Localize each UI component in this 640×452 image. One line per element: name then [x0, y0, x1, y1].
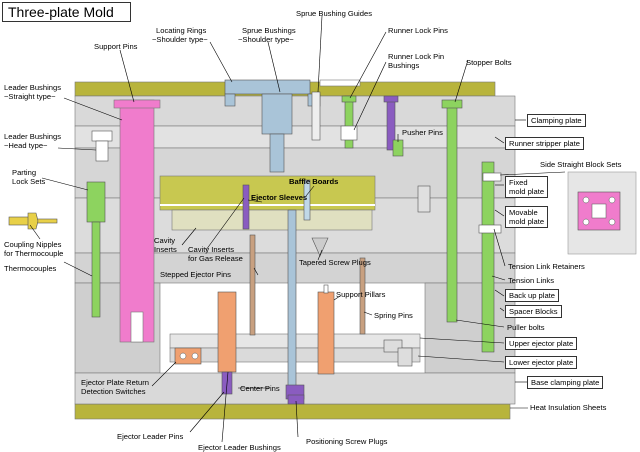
label-parting-lock-sets-line1: Parting	[12, 168, 37, 177]
label-tapered-screw-plugs: Tapered Screw Plugs	[299, 258, 371, 267]
label-positioning-screw-plugs: Positioning Screw Plugs	[306, 437, 388, 446]
label-thermocouples: Thermocouples	[4, 264, 57, 273]
ejector-sleeve-pin	[287, 209, 297, 391]
spring-pin	[359, 257, 366, 335]
label-leader-bushings-head-line1: Leader Bushings	[4, 132, 61, 141]
box-fixed-mold-plate: Fixed mold plate	[505, 176, 549, 198]
label-coupling-nipples-line2: for Thermocouple	[4, 249, 64, 258]
label-ejector-leader-bushings: Ejector Leader Bushings	[198, 443, 281, 452]
tapered-screw-plug	[311, 237, 329, 257]
label-baffle-boards: Baffle Boards	[289, 177, 339, 186]
stopper-bolt	[446, 103, 458, 323]
detection-switch	[174, 347, 202, 365]
label-coupling-nipples: Coupling Nipples for Thermocouple	[4, 240, 63, 258]
pusher-pin	[392, 139, 404, 157]
box-fixed-mold-plate-line1: Fixed	[509, 178, 528, 187]
label-runner-lock-pin-bushings-line2: Bushings	[388, 61, 420, 70]
label-cavity-inserts-gas-line1: Cavity Inserts	[188, 245, 234, 254]
tension-link	[481, 161, 495, 353]
box-movable-mold-plate-line1: Movable	[509, 208, 538, 217]
label-locating-rings-line1: Locating Rings	[156, 26, 207, 35]
label-cavity-inserts-gas-line2: for Gas Release	[188, 254, 243, 263]
label-leader-bushings-head: Leader Bushings −Head type−	[4, 132, 61, 150]
box-lower-ejector-plate: Lower ejector plate	[505, 356, 578, 369]
bottom-heat-insulation-sheet	[74, 403, 511, 420]
label-center-pins: Center Pins	[240, 384, 280, 393]
label-coupling-nipples-line1: Coupling Nipples	[4, 240, 62, 249]
support-pin	[417, 185, 431, 213]
label-runner-lock-pins: Runner Lock Pins	[388, 26, 448, 35]
label-sprue-bushings-line1: Sprue Bushings	[242, 26, 296, 35]
label-ejector-leader-pins: Ejector Leader Pins	[117, 432, 184, 441]
label-leader-bushings-straight-line2: −Straight type−	[4, 92, 56, 101]
box-movable-mold-plate-line2: mold plate	[509, 217, 545, 226]
label-cavity-inserts: Cavity Inserts	[154, 236, 177, 254]
diagram-title: Three-plate Mold	[2, 2, 131, 22]
label-locating-rings: Locating Rings −Shoulder type−	[152, 26, 208, 44]
box-runner-stripper-plate: Runner stripper plate	[505, 137, 584, 150]
label-leader-bushings-straight: Leader Bushings −Straight type−	[4, 83, 61, 101]
sprue-bushing	[261, 93, 293, 135]
sprue-bushing-guide	[311, 91, 321, 141]
box-spacer-blocks: Spacer Blocks	[505, 305, 562, 318]
tension-link-retainer	[478, 224, 502, 234]
runner-lock-pin-bushing	[340, 125, 358, 141]
box-base-clamping-plate: Base clamping plate	[527, 376, 604, 389]
leader-lines	[29, 15, 566, 443]
label-parting-lock-sets-line2: Lock Sets	[12, 177, 46, 186]
core-insert	[171, 209, 373, 231]
label-tension-link-retainers: Tension Link Retainers	[508, 262, 585, 271]
box-clamping-plate: Clamping plate	[527, 114, 586, 127]
label-locating-rings-line2: −Shoulder type−	[152, 35, 208, 44]
label-cavity-inserts-line2: Inserts	[154, 245, 177, 254]
label-ejector-plate-return-switches: Ejector Plate Return Detection Switches	[81, 378, 149, 396]
label-leader-bushings-straight-line1: Leader Bushings	[4, 83, 61, 92]
leader-bushing-head	[91, 130, 113, 142]
label-sprue-bushing-guides: Sprue Bushing Guides	[296, 9, 372, 18]
label-support-pillars: Support Pillars	[336, 290, 386, 299]
label-leader-bushings-head-line2: −Head type−	[4, 141, 48, 150]
label-ejector-plate-return-line2: Detection Switches	[81, 387, 146, 396]
parting-lock-set	[86, 181, 106, 223]
label-ejector-sleeves: Ejector Sleeves	[251, 193, 308, 202]
label-cavity-inserts-gas: Cavity Inserts for Gas Release	[188, 245, 243, 263]
label-spring-pins: Spring Pins	[374, 311, 413, 320]
baffle-board	[303, 179, 311, 221]
label-cavity-inserts-line1: Cavity	[154, 236, 176, 245]
support-pillar	[317, 291, 335, 375]
puller-bolt	[383, 339, 403, 353]
locating-ring	[224, 79, 311, 95]
box-movable-mold-plate: Movable mold plate	[505, 206, 549, 228]
spacer-block-right	[424, 282, 516, 374]
label-puller-bolts: Puller bolts	[507, 323, 545, 332]
box-back-up-plate: Back up plate	[505, 289, 560, 302]
label-stopper-bolts: Stopper Bolts	[466, 58, 512, 67]
label-parting-lock-sets: Parting Lock Sets	[12, 168, 45, 186]
box-upper-ejector-plate: Upper ejector plate	[505, 337, 578, 350]
label-ejector-plate-return-line1: Ejector Plate Return	[81, 378, 149, 387]
label-runner-lock-pin-bushings-line1: Runner Lock Pin	[388, 52, 445, 61]
label-heat-insulation-sheets: Heat Insulation Sheets	[530, 403, 607, 412]
label-side-straight-block-sets: Side Straight Block Sets	[540, 160, 622, 169]
ejector-leader-bushing	[217, 291, 237, 373]
label-sprue-bushings: Sprue Bushings −Shoulder type−	[238, 26, 296, 44]
ejector-sleeve	[242, 184, 250, 230]
label-sprue-bushings-line2: −Shoulder type−	[238, 35, 294, 44]
label-pusher-pins: Pusher Pins	[402, 128, 443, 137]
label-support-pins: Support Pins	[94, 42, 138, 51]
stepped-ejector-pin	[249, 234, 256, 336]
label-tension-links: Tension Links	[508, 276, 555, 285]
label-runner-lock-pin-bushings: Runner Lock Pin Bushings	[388, 52, 444, 70]
label-stepped-ejector-pins: Stepped Ejector Pins	[160, 270, 231, 279]
box-fixed-mold-plate-line2: mold plate	[509, 187, 545, 196]
leader-bushing-straight	[119, 99, 155, 343]
